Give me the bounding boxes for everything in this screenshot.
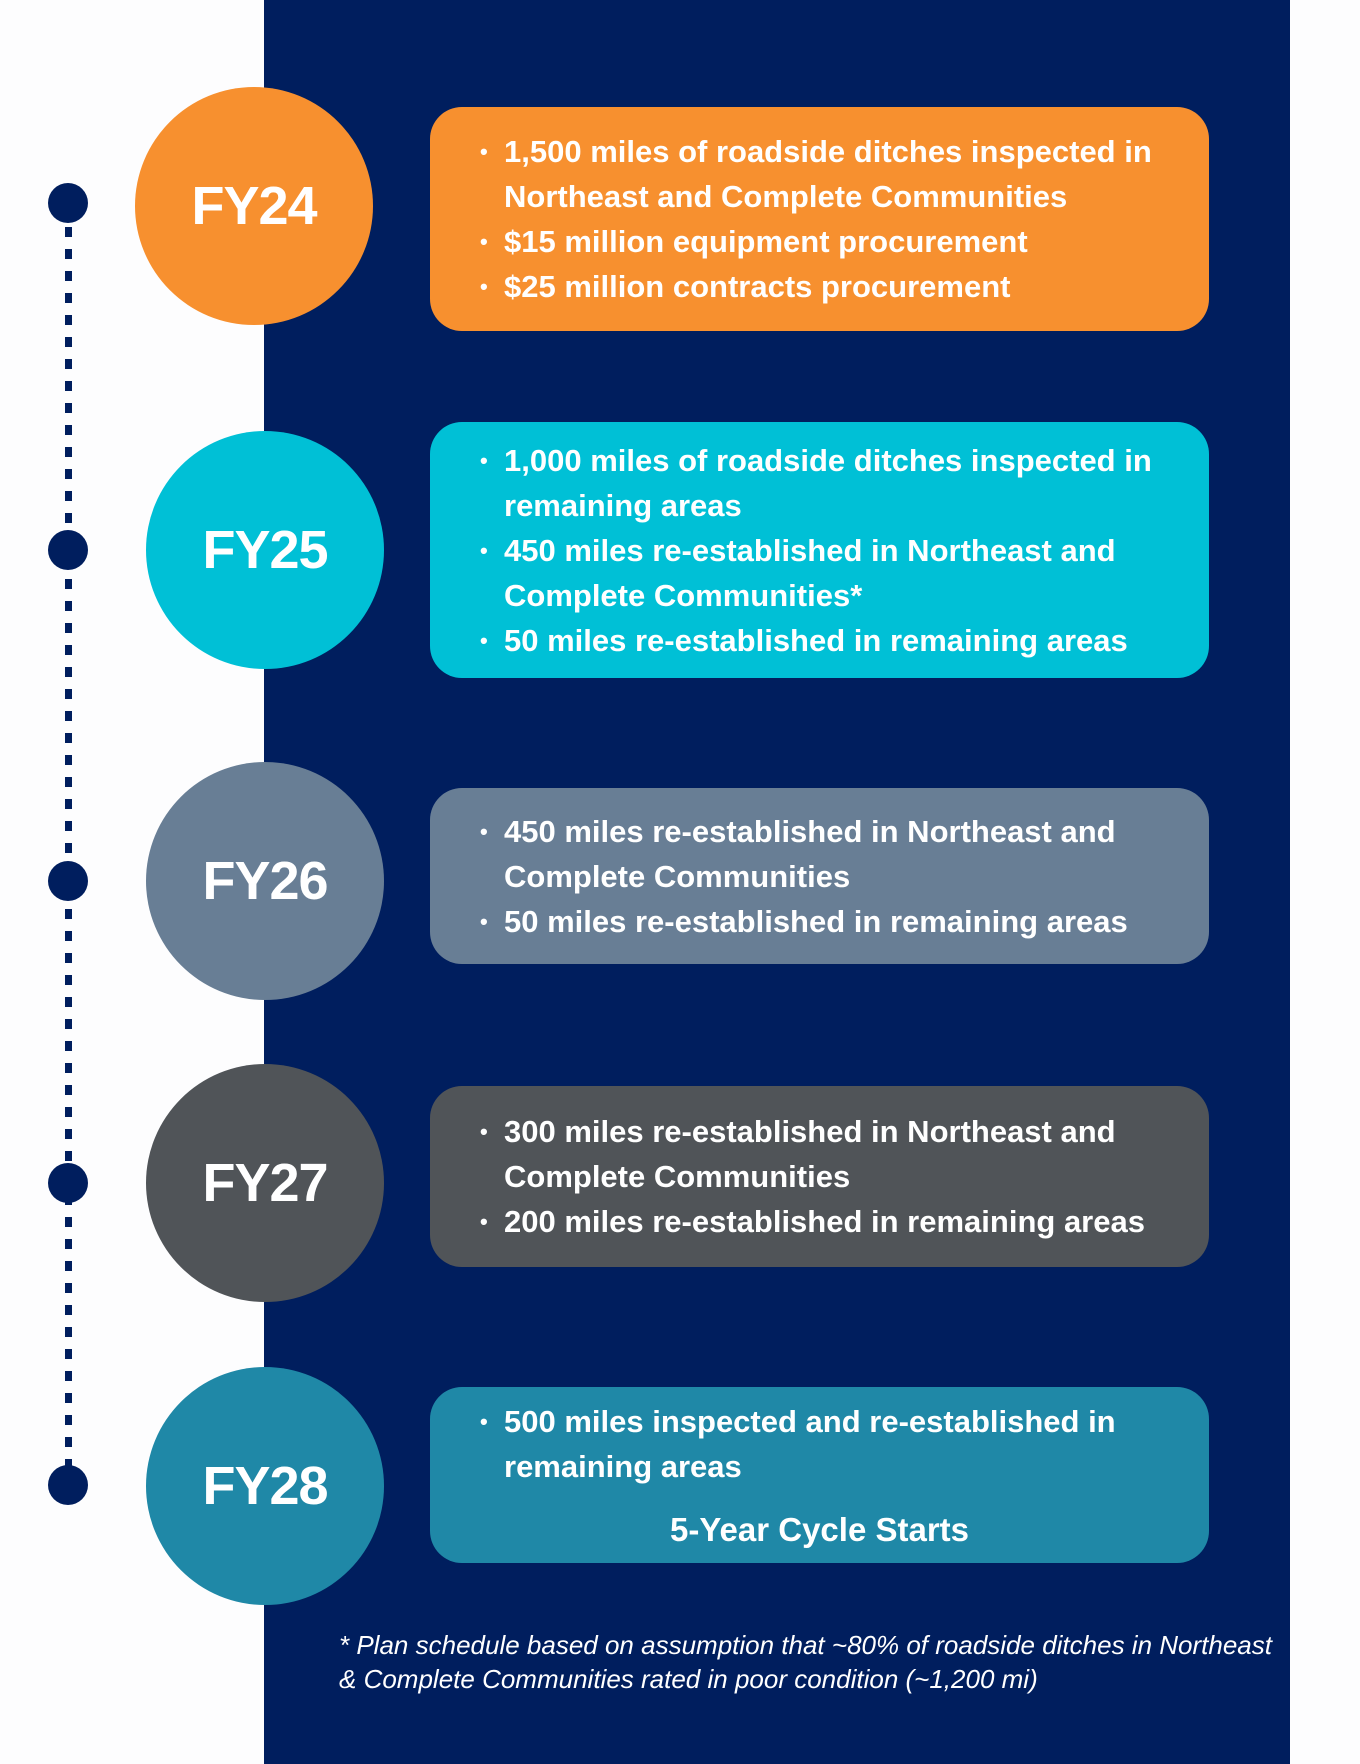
bullet-item: $15 million equipment procurement xyxy=(480,219,1179,264)
year-label: FY28 xyxy=(202,1456,328,1516)
timeline-dot-fy26 xyxy=(48,861,88,901)
milestone-box-fy25: 1,000 miles of roadside ditches inspecte… xyxy=(430,422,1209,678)
timeline-dot-fy25 xyxy=(48,530,88,570)
milestone-box-fy28: 500 miles inspected and re-established i… xyxy=(430,1387,1209,1563)
footnote: * Plan schedule based on assumption that… xyxy=(339,1630,1272,1694)
cycle-start-note: 5-Year Cycle Starts xyxy=(669,1510,969,1548)
timeline-dot-fy24 xyxy=(48,183,88,223)
year-label: FY27 xyxy=(202,1153,328,1213)
timeline-dotted-line xyxy=(65,205,72,1485)
year-circle-fy24: FY24 xyxy=(135,87,373,325)
bullet-item: 50 miles re-established in remaining are… xyxy=(480,899,1179,944)
year-label: FY25 xyxy=(202,520,328,580)
bullet-item: 1,500 miles of roadside ditches inspecte… xyxy=(480,129,1179,219)
bullet-item: 1,000 miles of roadside ditches inspecte… xyxy=(480,438,1179,528)
milestone-box-fy27: 300 miles re-established in Northeast an… xyxy=(430,1086,1209,1267)
bullet-item: $25 million contracts procurement xyxy=(480,264,1179,309)
bullet-item: 450 miles re-established in Northeast an… xyxy=(480,809,1179,899)
year-label: FY26 xyxy=(202,851,328,911)
bullet-item: 500 miles inspected and re-established i… xyxy=(480,1399,1179,1489)
bullet-item: 50 miles re-established in remaining are… xyxy=(480,618,1179,663)
year-circle-fy28: FY28 xyxy=(146,1367,384,1605)
bullet-item: 200 miles re-established in remaining ar… xyxy=(480,1199,1179,1244)
timeline-dot-fy27 xyxy=(48,1163,88,1203)
timeline-dot-fy28 xyxy=(48,1465,88,1505)
year-circle-fy25: FY25 xyxy=(146,431,384,669)
year-circle-fy27: FY27 xyxy=(146,1064,384,1302)
year-circle-fy26: FY26 xyxy=(146,762,384,1000)
milestone-box-fy26: 450 miles re-established in Northeast an… xyxy=(430,788,1209,964)
milestone-box-fy24: 1,500 miles of roadside ditches inspecte… xyxy=(430,107,1209,331)
year-label: FY24 xyxy=(191,176,317,236)
bullet-item: 300 miles re-established in Northeast an… xyxy=(480,1109,1179,1199)
bullet-item: 450 miles re-established in Northeast an… xyxy=(480,528,1179,618)
